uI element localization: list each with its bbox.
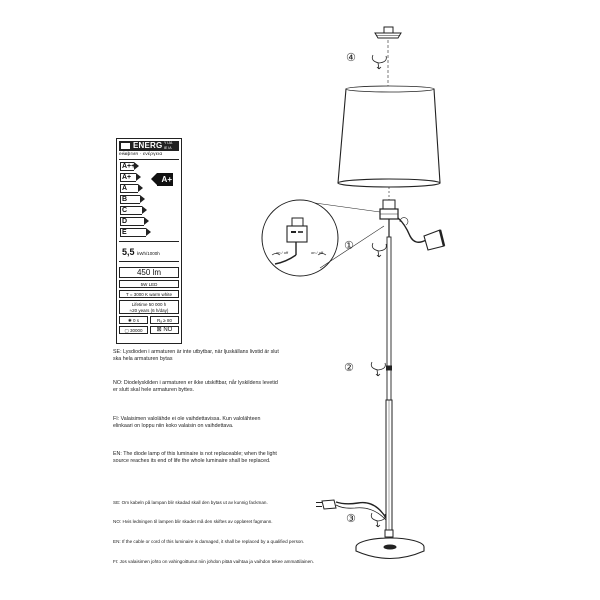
kwh-unit: kWh/1000h bbox=[137, 251, 160, 256]
lamp-fitting bbox=[379, 199, 399, 220]
lamp-pole bbox=[384, 219, 394, 538]
energy-header-suffix-2: IE IA bbox=[164, 145, 172, 150]
energy-rating-arrow: A+ bbox=[151, 173, 173, 186]
energy-header-suffix-1: Y IJA bbox=[164, 141, 173, 145]
color-temperature: T = 3000 K warm white bbox=[119, 290, 179, 298]
notice-led-fi: FI: Valaisimen valolähde ei ole vaihdett… bbox=[113, 416, 261, 429]
eu-flag-icon bbox=[120, 142, 131, 156]
notice-cable-no: NO: Hvis ledningen til lampen blir skade… bbox=[113, 519, 273, 524]
energy-class-a: A bbox=[120, 184, 143, 193]
lumen-value: 450 lm bbox=[119, 267, 179, 278]
power-cord bbox=[316, 499, 387, 521]
energy-label: ENERG Y IJA IE IA енергия · ενέργεια A++… bbox=[116, 138, 182, 344]
energy-class-d: D bbox=[120, 217, 149, 226]
warmup-time: 0 s bbox=[133, 318, 140, 323]
energy-divider bbox=[119, 261, 179, 262]
step-4-label: ④ bbox=[346, 51, 356, 64]
energy-class-c: C bbox=[120, 206, 147, 215]
notice-cable-fi: FI: Jos valaisimen johto on vahingoittun… bbox=[113, 559, 314, 564]
step-1-label: ① bbox=[344, 239, 354, 252]
reading-arm bbox=[397, 217, 446, 251]
energy-divider bbox=[119, 241, 179, 242]
energy-class-ap: A+ bbox=[120, 173, 141, 182]
energy-consumption: 5,5 kWh/1000h bbox=[122, 247, 160, 257]
lamp-shade bbox=[337, 85, 441, 188]
rotation-arrows bbox=[370, 54, 387, 528]
power-value: 5W LED bbox=[119, 280, 179, 288]
kwh-value: 5,5 bbox=[122, 247, 135, 257]
energy-class-e: E bbox=[120, 228, 151, 237]
switch-detail-zoom bbox=[261, 199, 385, 277]
cri-value: Rₐ ≥ 80 bbox=[150, 316, 179, 324]
dimmable-value: NO bbox=[163, 327, 173, 333]
energy-header-word: ENERG bbox=[133, 141, 163, 150]
top-cap bbox=[374, 26, 402, 39]
switch-cycles: 30000 bbox=[130, 328, 143, 333]
bulb-icon: ✺ bbox=[127, 318, 132, 323]
step-2-label: ② bbox=[344, 361, 354, 374]
switch-cycles-box: ▢ 30000 bbox=[119, 326, 148, 334]
switch-label-right: on / off bbox=[311, 250, 324, 255]
notice-cable-en: EN: If the cable or cord of this luminai… bbox=[113, 539, 305, 544]
energy-subtitle: енергия · ενέργεια bbox=[119, 152, 163, 157]
energy-class-app: A++ bbox=[120, 162, 139, 171]
notice-led-en: EN: The diode lamp of this luminaire is … bbox=[113, 451, 277, 464]
dimmable-box: ⊠ NO bbox=[150, 326, 179, 334]
switch-label-left: on / off bbox=[276, 250, 289, 255]
notice-led-se: SE: Lysdioden i armaturen är inte utbytb… bbox=[113, 349, 279, 362]
energy-class-b: B bbox=[120, 195, 145, 204]
not-dimmable-icon: ⊠ bbox=[156, 327, 162, 333]
lifetime-years: ≈20 years (6 h/day) bbox=[129, 307, 169, 313]
step-3-label: ③ bbox=[346, 512, 356, 525]
lifetime-hours: Lifetime 50 000 h bbox=[131, 301, 167, 307]
energy-divider bbox=[119, 159, 179, 160]
notice-cable-se: SE: Om kabeln på lampan blir skadad skal… bbox=[113, 500, 268, 505]
lamp-base bbox=[355, 537, 425, 559]
lifetime-box: Lifetime 50 000 h ≈20 years (6 h/day) bbox=[119, 300, 179, 314]
notice-led-no: NO: Diodelyskilden i armaturen er ikke u… bbox=[113, 380, 278, 393]
warmup-box: ✺ 0 s bbox=[119, 316, 148, 324]
switch-cycles-icon: ▢ bbox=[124, 328, 129, 333]
energy-label-header: ENERG Y IJA IE IA bbox=[119, 141, 179, 156]
